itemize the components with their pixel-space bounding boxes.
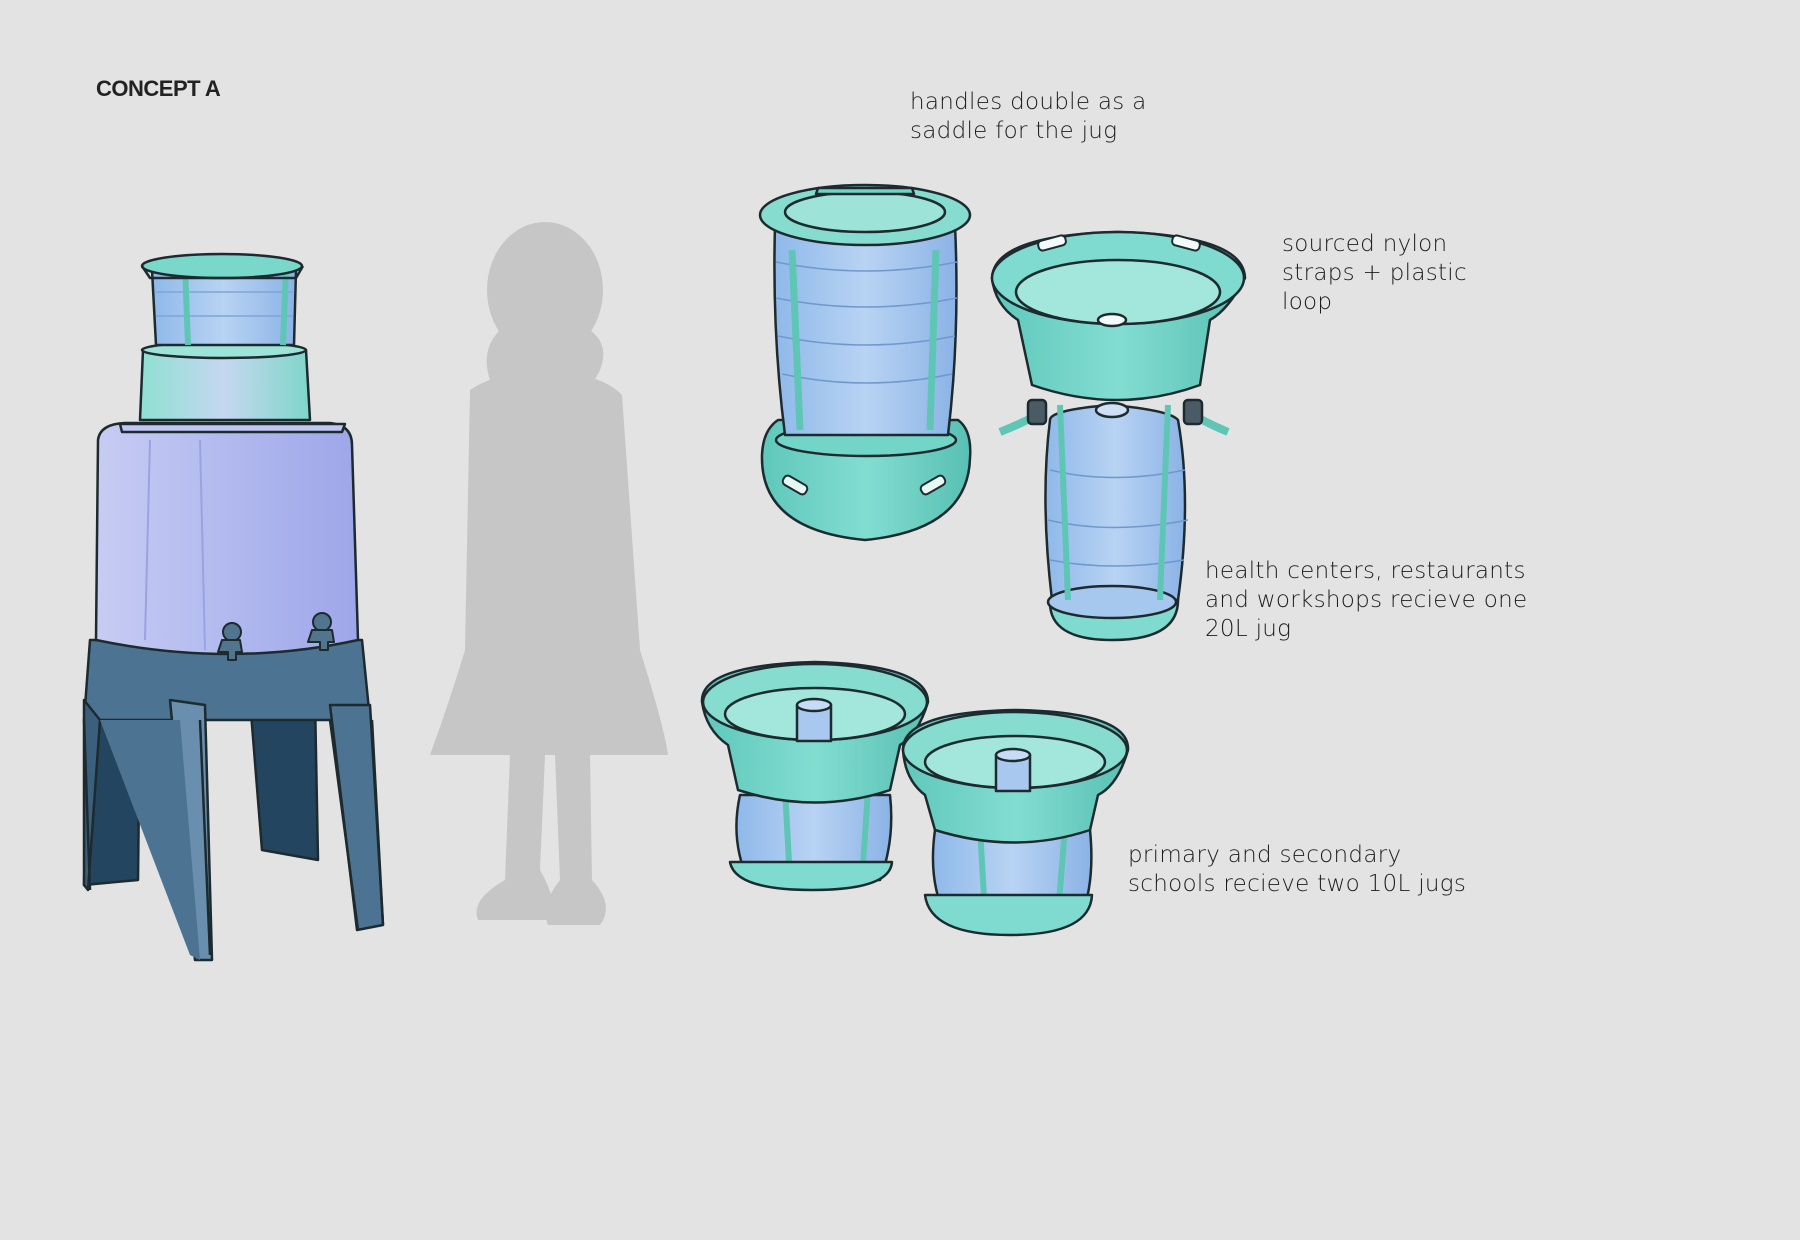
annotation-schools: primary and secondary schools recieve tw… xyxy=(1128,841,1466,899)
annotation-line: straps + plastic xyxy=(1282,260,1467,286)
child-silhouette-icon xyxy=(430,222,668,925)
annotation-line: and workshops recieve one xyxy=(1205,587,1528,613)
annotation-line: health centers, restaurants xyxy=(1205,558,1526,584)
annotation-line: loop xyxy=(1282,289,1333,315)
annotation-line: sourced nylon xyxy=(1282,231,1448,257)
annotation-health: health centers, restaurants and workshop… xyxy=(1205,557,1527,644)
annotation-line: 20L jug xyxy=(1205,616,1292,642)
concept-sheet: CONCEPT A xyxy=(82,76,1527,962)
saddle-bowl-icon xyxy=(990,230,1247,402)
sketch-illustrations xyxy=(82,183,1247,962)
annotation-handles: handles double as a saddle for the jug xyxy=(910,88,1147,146)
annotation-line: saddle for the jug xyxy=(910,118,1118,144)
annotation-line: handles double as a xyxy=(910,89,1147,115)
page-title: CONCEPT A xyxy=(96,76,221,101)
annotation-line: primary and secondary xyxy=(1128,842,1402,868)
water-dispenser-tank-icon xyxy=(82,252,385,962)
hanging-jug-icon xyxy=(998,398,1230,642)
small-dispenser-icon xyxy=(700,660,1130,937)
jug-with-base-icon xyxy=(758,183,972,542)
annotation-straps: sourced nylon straps + plastic loop xyxy=(1282,230,1467,317)
annotation-line: schools recieve two 10L jugs xyxy=(1128,871,1467,897)
